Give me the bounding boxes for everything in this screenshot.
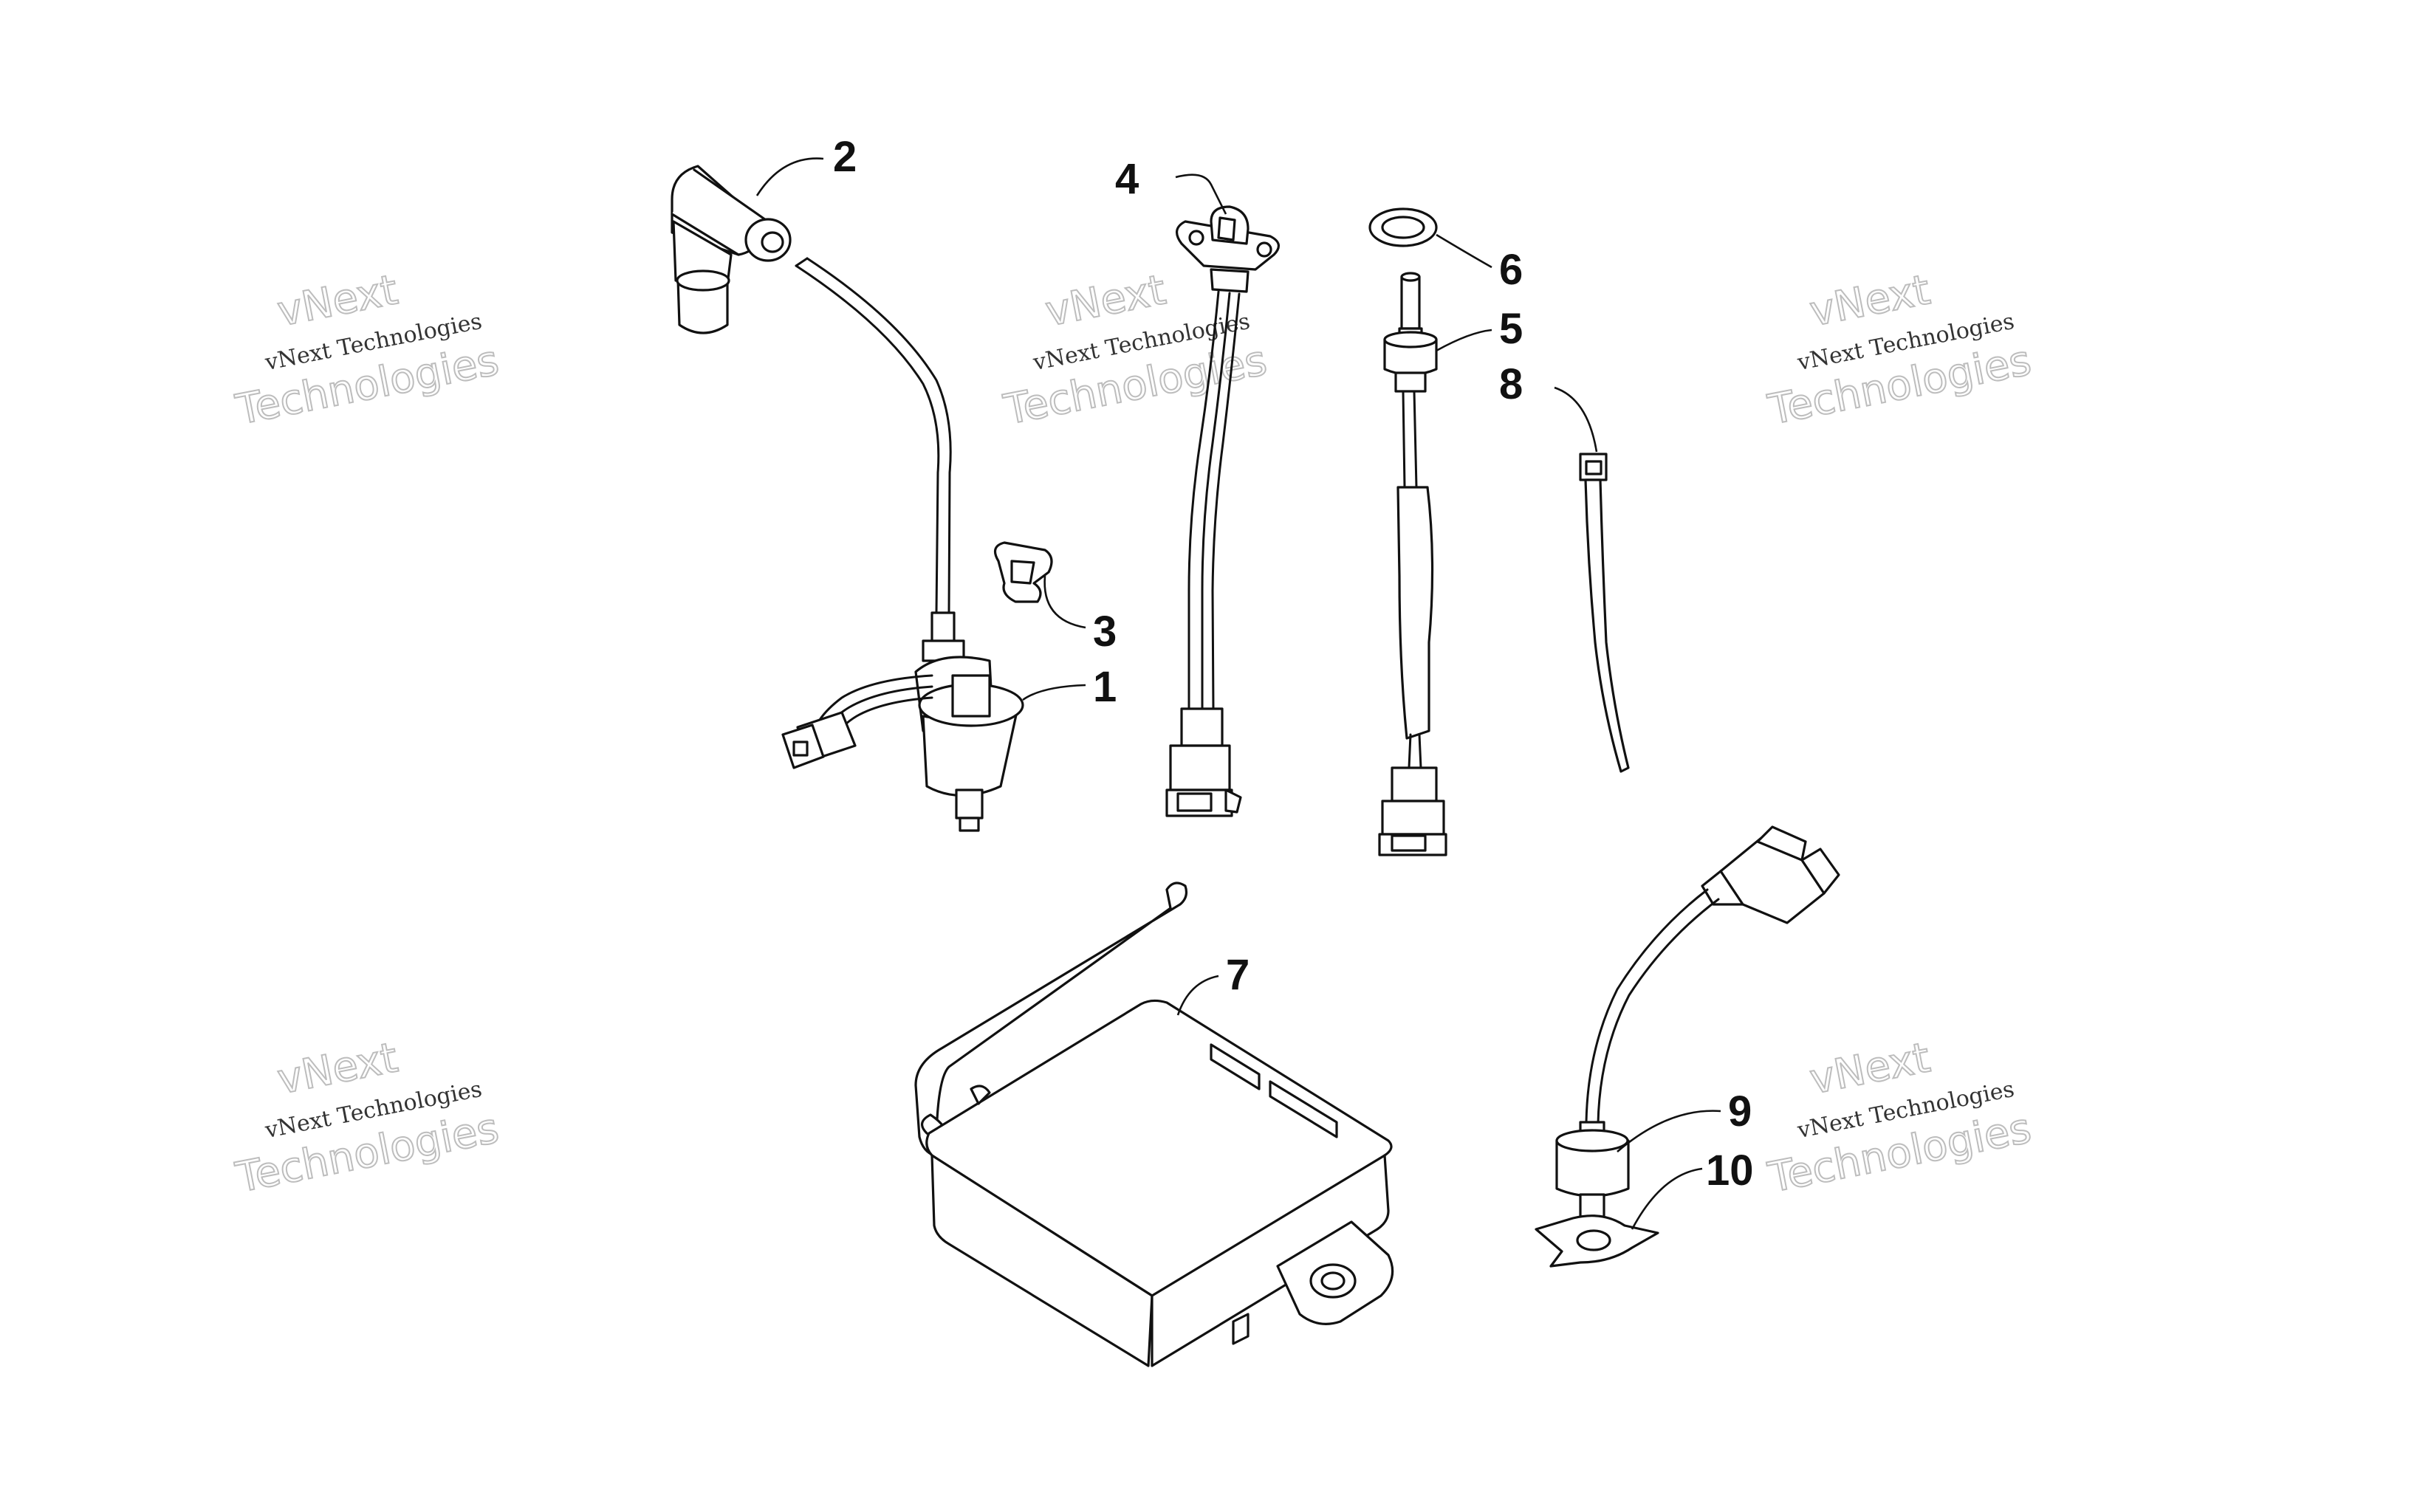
svg-text:vNext: vNext [1806, 266, 1934, 336]
svg-text:vNext: vNext [274, 266, 402, 336]
leader-3 [1043, 575, 1086, 629]
svg-text:vNext: vNext [1806, 1034, 1934, 1104]
cable-tie [1579, 453, 1630, 773]
flange-sensor [1165, 205, 1280, 817]
knock-sensor [1555, 825, 1840, 1218]
watermark-bottom-right: vNext vNext Technologies Technologies [1763, 1033, 2036, 1203]
leader-1 [1022, 684, 1086, 701]
watermark-top-right: vNext vNext Technologies Technologies [1763, 265, 2036, 435]
callout-1: 1 [1093, 663, 1117, 711]
leader-5 [1436, 329, 1492, 352]
leader-10 [1631, 1167, 1703, 1230]
callout-10: 10 [1706, 1147, 1754, 1195]
svg-text:vNext: vNext [274, 1034, 402, 1104]
leader-7 [1176, 975, 1219, 1016]
leader-9 [1617, 1110, 1721, 1152]
leader-6 [1436, 233, 1492, 269]
leader-4 [1175, 173, 1227, 215]
callout-5: 5 [1499, 305, 1523, 353]
ignition-coil [781, 257, 1024, 832]
leader-8 [1554, 386, 1598, 453]
leader-2 [755, 157, 824, 196]
watermark-bottom-left: vNext vNext Technologies Technologies [231, 1033, 504, 1203]
callout-3: 3 [1093, 608, 1117, 656]
spark-plug-cap [671, 165, 792, 334]
svg-text:vNext: vNext [1042, 266, 1170, 336]
cdi-module [914, 882, 1394, 1367]
callout-2: 2 [833, 133, 857, 181]
callout-7: 7 [1226, 951, 1250, 999]
wire-clip [993, 541, 1053, 603]
callout-8: 8 [1499, 360, 1523, 408]
o-ring [1368, 207, 1438, 247]
callout-9: 9 [1728, 1087, 1752, 1135]
lock-washer [1535, 1214, 1659, 1268]
temperature-sensor [1378, 272, 1447, 856]
callout-6: 6 [1499, 246, 1523, 294]
watermark-top-left: vNext vNext Technologies Technologies [231, 265, 504, 435]
callout-4: 4 [1115, 155, 1139, 203]
